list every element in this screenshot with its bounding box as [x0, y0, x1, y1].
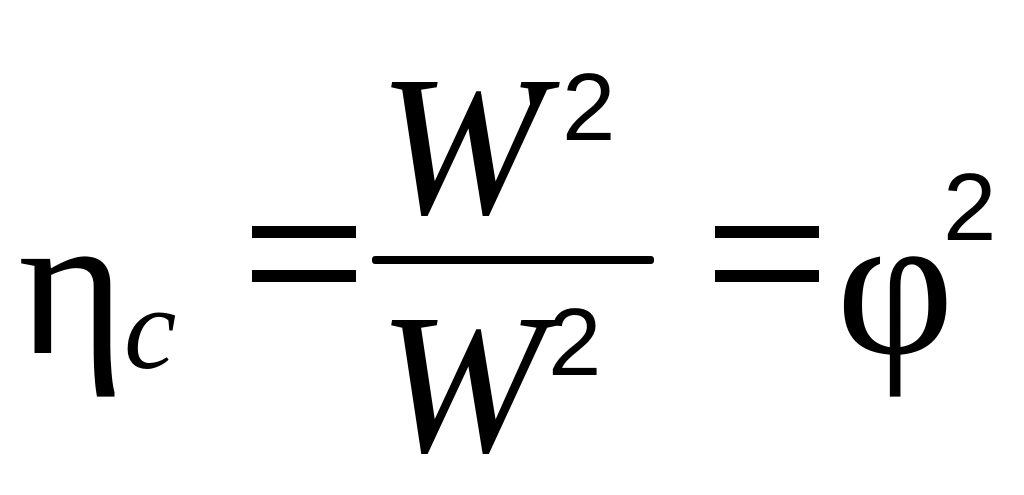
equals-bar-bottom: [715, 270, 819, 282]
equals-bar-bottom: [252, 270, 356, 282]
equals-sign-right: [715, 226, 819, 282]
equals-sign-left: [252, 226, 356, 282]
eta-symbol: η: [18, 171, 126, 398]
equals-bar-top: [715, 226, 819, 238]
numerator-prime: ': [523, 59, 545, 190]
eta-subscript: c: [124, 263, 177, 394]
phi-symbol: φ: [836, 171, 955, 398]
numerator-exponent: 2: [562, 54, 616, 161]
denominator-exponent: 2: [548, 289, 602, 396]
denominator-base: W: [378, 274, 545, 495]
fraction-bar: [372, 256, 654, 264]
numerator-base: W: [378, 36, 545, 257]
formula: η c W ' 2 W 2 φ 2: [18, 36, 997, 485]
equals-bar-top: [252, 226, 356, 238]
phi-exponent: 2: [943, 154, 997, 261]
